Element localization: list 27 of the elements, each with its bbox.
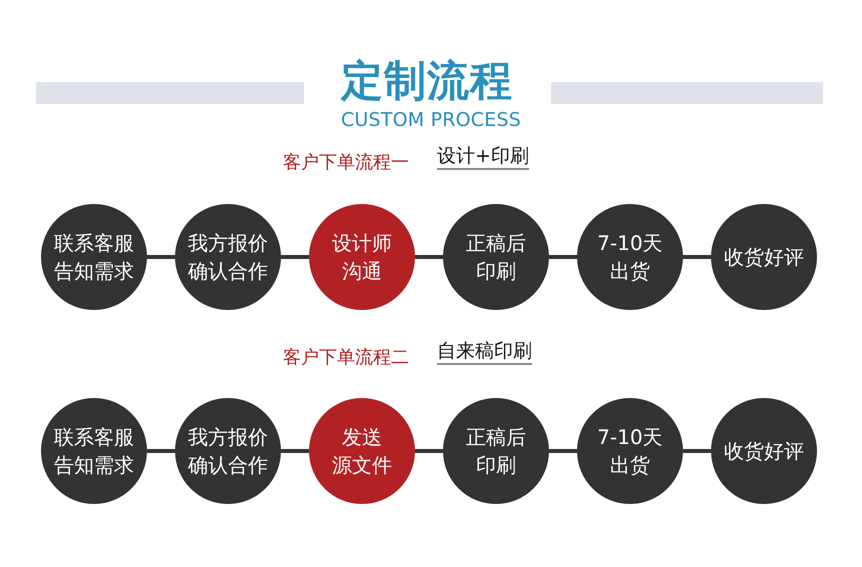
- flow-name: 自来稿印刷: [437, 339, 532, 365]
- step-label: 正稿后印刷: [466, 230, 526, 285]
- step-label: 7-10天出货: [597, 424, 663, 479]
- step-label: 我方报价确认合作: [188, 424, 268, 479]
- connector-line: [147, 449, 175, 453]
- connector-line: [415, 255, 443, 259]
- flow-heading: 客户下单流程一: [283, 151, 409, 175]
- flow-name: 设计+印刷: [437, 144, 529, 170]
- connector-line: [683, 449, 711, 453]
- connector-line: [549, 255, 577, 259]
- flow-heading: 客户下单流程二: [283, 346, 409, 370]
- step-label: 7-10天出货: [597, 230, 663, 285]
- step-label: 联系客服告知需求: [54, 424, 134, 479]
- step-label: 正稿后印刷: [466, 424, 526, 479]
- subtitle: CUSTOM PROCESS: [340, 108, 522, 133]
- connector-line: [147, 255, 175, 259]
- step-label: 收货好评: [724, 438, 804, 465]
- step-label: 发送源文件: [332, 424, 392, 479]
- step-label: 收货好评: [724, 244, 804, 271]
- connector-line: [281, 255, 309, 259]
- connector-line: [415, 449, 443, 453]
- step-label: 我方报价确认合作: [188, 230, 268, 285]
- step-label: 联系客服告知需求: [54, 230, 134, 285]
- connector-line: [683, 255, 711, 259]
- connector-line: [549, 449, 577, 453]
- step-label: 设计师沟通: [332, 230, 392, 285]
- title: 定制流程: [341, 56, 513, 106]
